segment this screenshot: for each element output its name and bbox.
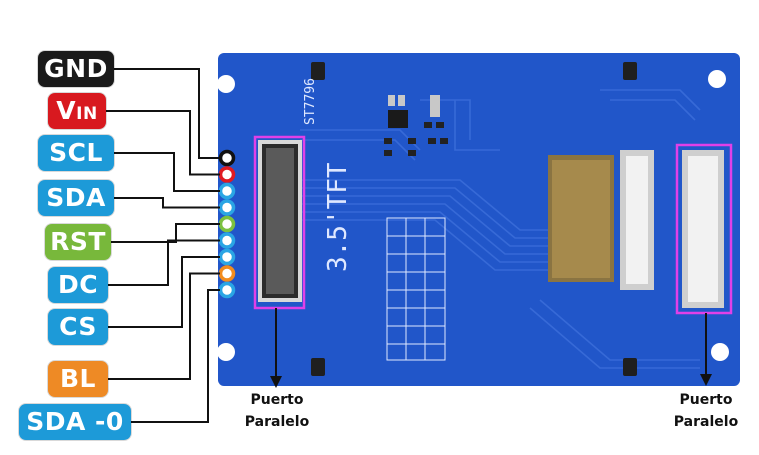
chip-label: ST7796 bbox=[303, 78, 318, 125]
mounting-tab bbox=[623, 62, 637, 80]
pin-dc-dot bbox=[218, 232, 236, 249]
pin-label-sda-text: SDA bbox=[46, 183, 106, 212]
leader-line-bl bbox=[108, 272, 220, 380]
mounting-hole bbox=[711, 343, 729, 361]
leader-line-rst bbox=[111, 223, 220, 243]
leader-line-cs bbox=[108, 256, 220, 328]
pin-gnd-dot bbox=[218, 149, 236, 167]
left-port-caption: Puerto Paralelo bbox=[237, 389, 317, 433]
right-port-caption-line2: Paralelo bbox=[673, 414, 739, 430]
leader-line-sda bbox=[114, 197, 220, 209]
right-port-caption: Puerto Paralelo bbox=[664, 389, 748, 433]
pin-scl-dot bbox=[218, 182, 236, 200]
pin-bl-dot bbox=[218, 265, 236, 282]
leader-lines bbox=[106, 68, 220, 423]
pin-label-cs-text: CS bbox=[59, 312, 97, 341]
port-arrows bbox=[270, 308, 712, 388]
leader-line-vin bbox=[106, 110, 220, 176]
pin-label-vin-subscript: IN bbox=[76, 104, 98, 124]
leader-line-sda0 bbox=[131, 289, 220, 423]
pin-label-vin: VIN bbox=[48, 93, 106, 129]
pin-label-dc: DC bbox=[48, 267, 108, 303]
pin-label-dc-text: DC bbox=[57, 270, 99, 299]
mounting-hole bbox=[708, 70, 726, 88]
pin-label-bl-text: BL bbox=[60, 364, 96, 393]
mounting-hole bbox=[217, 75, 235, 93]
pin-label-sda: SDA bbox=[38, 180, 114, 216]
pin-label-scl: SCL bbox=[38, 135, 114, 171]
pin-label-scl-text: SCL bbox=[49, 138, 103, 167]
mounting-tab bbox=[623, 358, 637, 376]
pin-label-rst-text: RST bbox=[50, 227, 106, 256]
right-fpc-connector bbox=[548, 150, 724, 308]
pin-label-sda0-text: SDA -0 bbox=[26, 407, 124, 436]
pin-label-cs: CS bbox=[48, 309, 108, 345]
leader-line-gnd bbox=[114, 68, 220, 159]
pin-sda0-dot bbox=[218, 281, 236, 299]
pin-label-vin-text: V bbox=[56, 96, 77, 125]
leader-line-scl bbox=[114, 152, 220, 192]
mounting-tab bbox=[311, 62, 325, 80]
pin-label-rst: RST bbox=[45, 224, 111, 260]
right-port-highlight bbox=[675, 143, 733, 315]
pin-label-sda0: SDA -0 bbox=[19, 404, 131, 440]
pin-sda-dot bbox=[218, 199, 236, 216]
left-port-caption-line2: Paralelo bbox=[244, 414, 310, 430]
leader-line-dc bbox=[108, 239, 220, 286]
pin-vin-dot bbox=[218, 166, 236, 183]
pin-rst-dot bbox=[218, 215, 236, 233]
display-label: 3.5'TFT bbox=[323, 162, 353, 272]
pin-label-gnd-text: GND bbox=[44, 54, 108, 83]
pin-label-gnd: GND bbox=[38, 51, 114, 87]
smd-components bbox=[384, 95, 448, 156]
right-port-caption-line1: Puerto bbox=[679, 392, 733, 408]
pin-cs-dot bbox=[218, 248, 236, 266]
left-port-highlight bbox=[253, 135, 306, 310]
pin-label-bl: BL bbox=[48, 361, 108, 397]
mounting-hole bbox=[217, 343, 235, 361]
pin-header bbox=[218, 149, 236, 299]
left-fpc-connector bbox=[258, 140, 302, 302]
mounting-tab bbox=[311, 358, 325, 376]
jumper-table bbox=[386, 217, 446, 361]
left-port-caption-line1: Puerto bbox=[250, 392, 304, 408]
